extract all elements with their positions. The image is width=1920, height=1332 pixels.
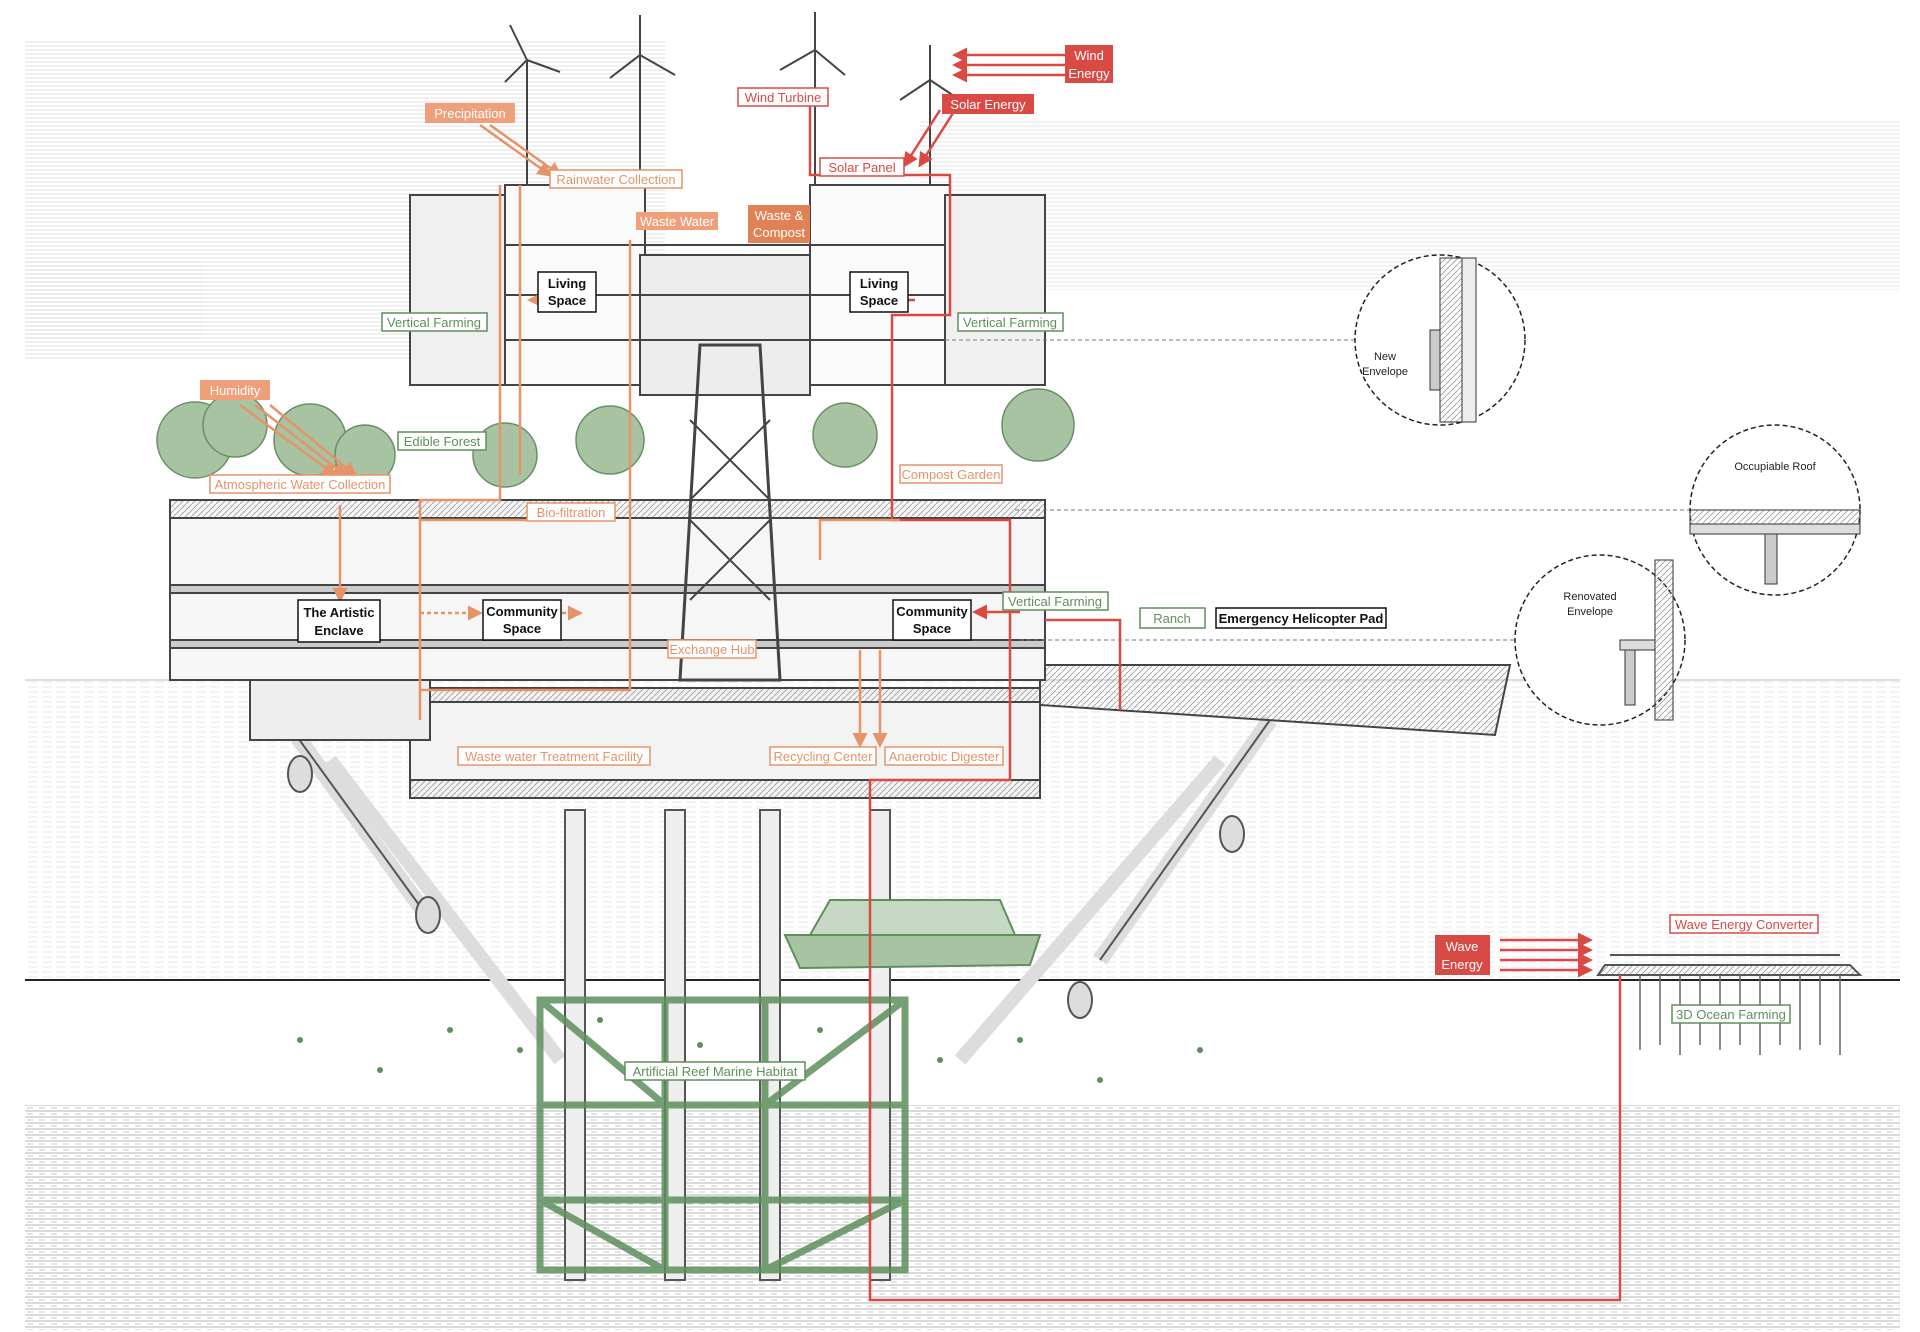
precipitation-label: Precipitation [425,103,515,123]
svg-text:3D Ocean Farming: 3D Ocean Farming [1676,1007,1786,1022]
svg-text:Space: Space [860,293,898,308]
energy-routes [808,47,1622,1302]
svg-text:Envelope: Envelope [1362,366,1408,378]
svg-text:Occupiable Roof: Occupiable Roof [1734,461,1816,473]
main-deck [169,499,1512,799]
helipad-label: Emergency Helicopter Pad [1215,607,1387,629]
vertical-farming-mid-label: Vertical Farming [1002,591,1109,611]
solar-panel-label: Solar Panel [819,157,905,177]
svg-text:Living: Living [860,276,898,291]
svg-text:Wave Energy Converter: Wave Energy Converter [1675,917,1814,932]
new-envelope-detail: New Envelope [1354,254,1526,426]
svg-text:Community: Community [896,604,968,619]
svg-text:Energy: Energy [1068,66,1110,81]
svg-text:Solar Energy: Solar Energy [950,97,1026,112]
svg-text:New: New [1374,351,1396,363]
svg-text:Ranch: Ranch [1153,611,1191,626]
svg-text:Wave: Wave [1446,939,1479,954]
community-space-left-label: Community Space [482,599,562,641]
svg-text:Waste water Treatment Facility: Waste water Treatment Facility [465,749,643,764]
svg-text:Community: Community [486,604,558,619]
treatment-facility-label: Waste water Treatment Facility [457,746,651,766]
svg-text:Emergency Helicopter Pad: Emergency Helicopter Pad [1219,611,1384,626]
edible-forest-trees [156,388,1075,488]
svg-text:Enclave: Enclave [314,623,363,638]
svg-text:Compost: Compost [753,225,805,240]
recycling-center-label: Recycling Center [769,746,877,766]
upper-towers [409,184,1046,682]
vertical-farming-right-label: Vertical Farming [957,312,1064,332]
wave-energy-converter-label: Wave Energy Converter [1669,914,1819,934]
wind-energy-label: Wind Energy [1065,45,1113,83]
artificial-reef-label: Artificial Reef Marine Habitat [624,1061,806,1081]
exchange-hub-label: Exchange Hub [667,639,757,659]
svg-text:The Artistic: The Artistic [303,605,374,620]
svg-text:Exchange Hub: Exchange Hub [669,642,754,657]
edible-forest-label: Edible Forest [397,431,487,451]
svg-text:Space: Space [503,621,541,636]
svg-text:Waste &: Waste & [755,208,804,223]
svg-text:Energy: Energy [1441,957,1483,972]
bio-filtration-label: Bio-filtration [526,502,616,522]
boat [783,899,1042,970]
svg-text:Vertical Farming: Vertical Farming [1008,594,1102,609]
svg-text:Envelope: Envelope [1567,606,1613,618]
svg-text:Renovated: Renovated [1563,591,1616,603]
occupiable-roof-detail: Occupiable Roof [1689,424,1861,596]
wave-energy-label: Wave Energy [1435,935,1490,975]
artistic-enclave-label: The Artistic Enclave [297,599,381,643]
svg-text:Living: Living [548,276,586,291]
svg-text:Vertical Farming: Vertical Farming [387,315,481,330]
svg-text:Precipitation: Precipitation [434,106,506,121]
anaerobic-digester-label: Anaerobic Digester [884,746,1004,766]
living-space-right-label: Living Space [849,271,909,313]
wind-turbines [504,12,961,185]
waste-water-label: Waste Water [636,212,718,230]
svg-text:Compost Garden: Compost Garden [902,467,1001,482]
waste-compost-label: Waste & Compost [748,205,810,243]
svg-text:Rainwater Collection: Rainwater Collection [556,172,675,187]
seabed [25,1105,1900,1330]
vertical-farming-left-label: Vertical Farming [381,312,488,332]
renovated-envelope-detail: Renovated Envelope [1514,554,1686,726]
atmospheric-water-label: Atmospheric Water Collection [209,474,391,494]
solar-energy-label: Solar Energy [942,94,1034,114]
svg-text:Wind: Wind [1074,48,1104,63]
fish-dots [297,1017,1203,1083]
svg-text:Space: Space [913,621,951,636]
community-space-right-label: Community Space [892,599,972,641]
living-space-left-label: Living Space [537,271,597,313]
svg-text:Waste Water: Waste Water [640,214,715,229]
compost-garden-label: Compost Garden [899,464,1003,484]
svg-text:Bio-filtration: Bio-filtration [537,505,606,520]
svg-text:Solar Panel: Solar Panel [828,160,895,175]
svg-text:Space: Space [548,293,586,308]
wave-energy-converter-structure [1596,954,1863,976]
humidity-label: Humidity [200,380,270,400]
rainwater-collection-label: Rainwater Collection [549,169,683,189]
artificial-reef [536,996,909,1274]
svg-text:Anaerobic Digester: Anaerobic Digester [889,749,1000,764]
detail-callout-leaders [945,339,1690,641]
svg-text:Vertical Farming: Vertical Farming [963,315,1057,330]
wind-turbine-label: Wind Turbine [737,87,829,107]
svg-text:Wind Turbine: Wind Turbine [745,90,822,105]
svg-text:Edible Forest: Edible Forest [404,434,481,449]
ocean-farming-label: 3D Ocean Farming [1671,1004,1791,1024]
ranch-label: Ranch [1139,607,1206,629]
svg-text:Humidity: Humidity [210,383,261,398]
svg-text:Atmospheric Water Collection: Atmospheric Water Collection [215,477,386,492]
svg-text:Artificial Reef Marine Habitat: Artificial Reef Marine Habitat [633,1064,798,1079]
svg-text:Recycling Center: Recycling Center [774,749,874,764]
